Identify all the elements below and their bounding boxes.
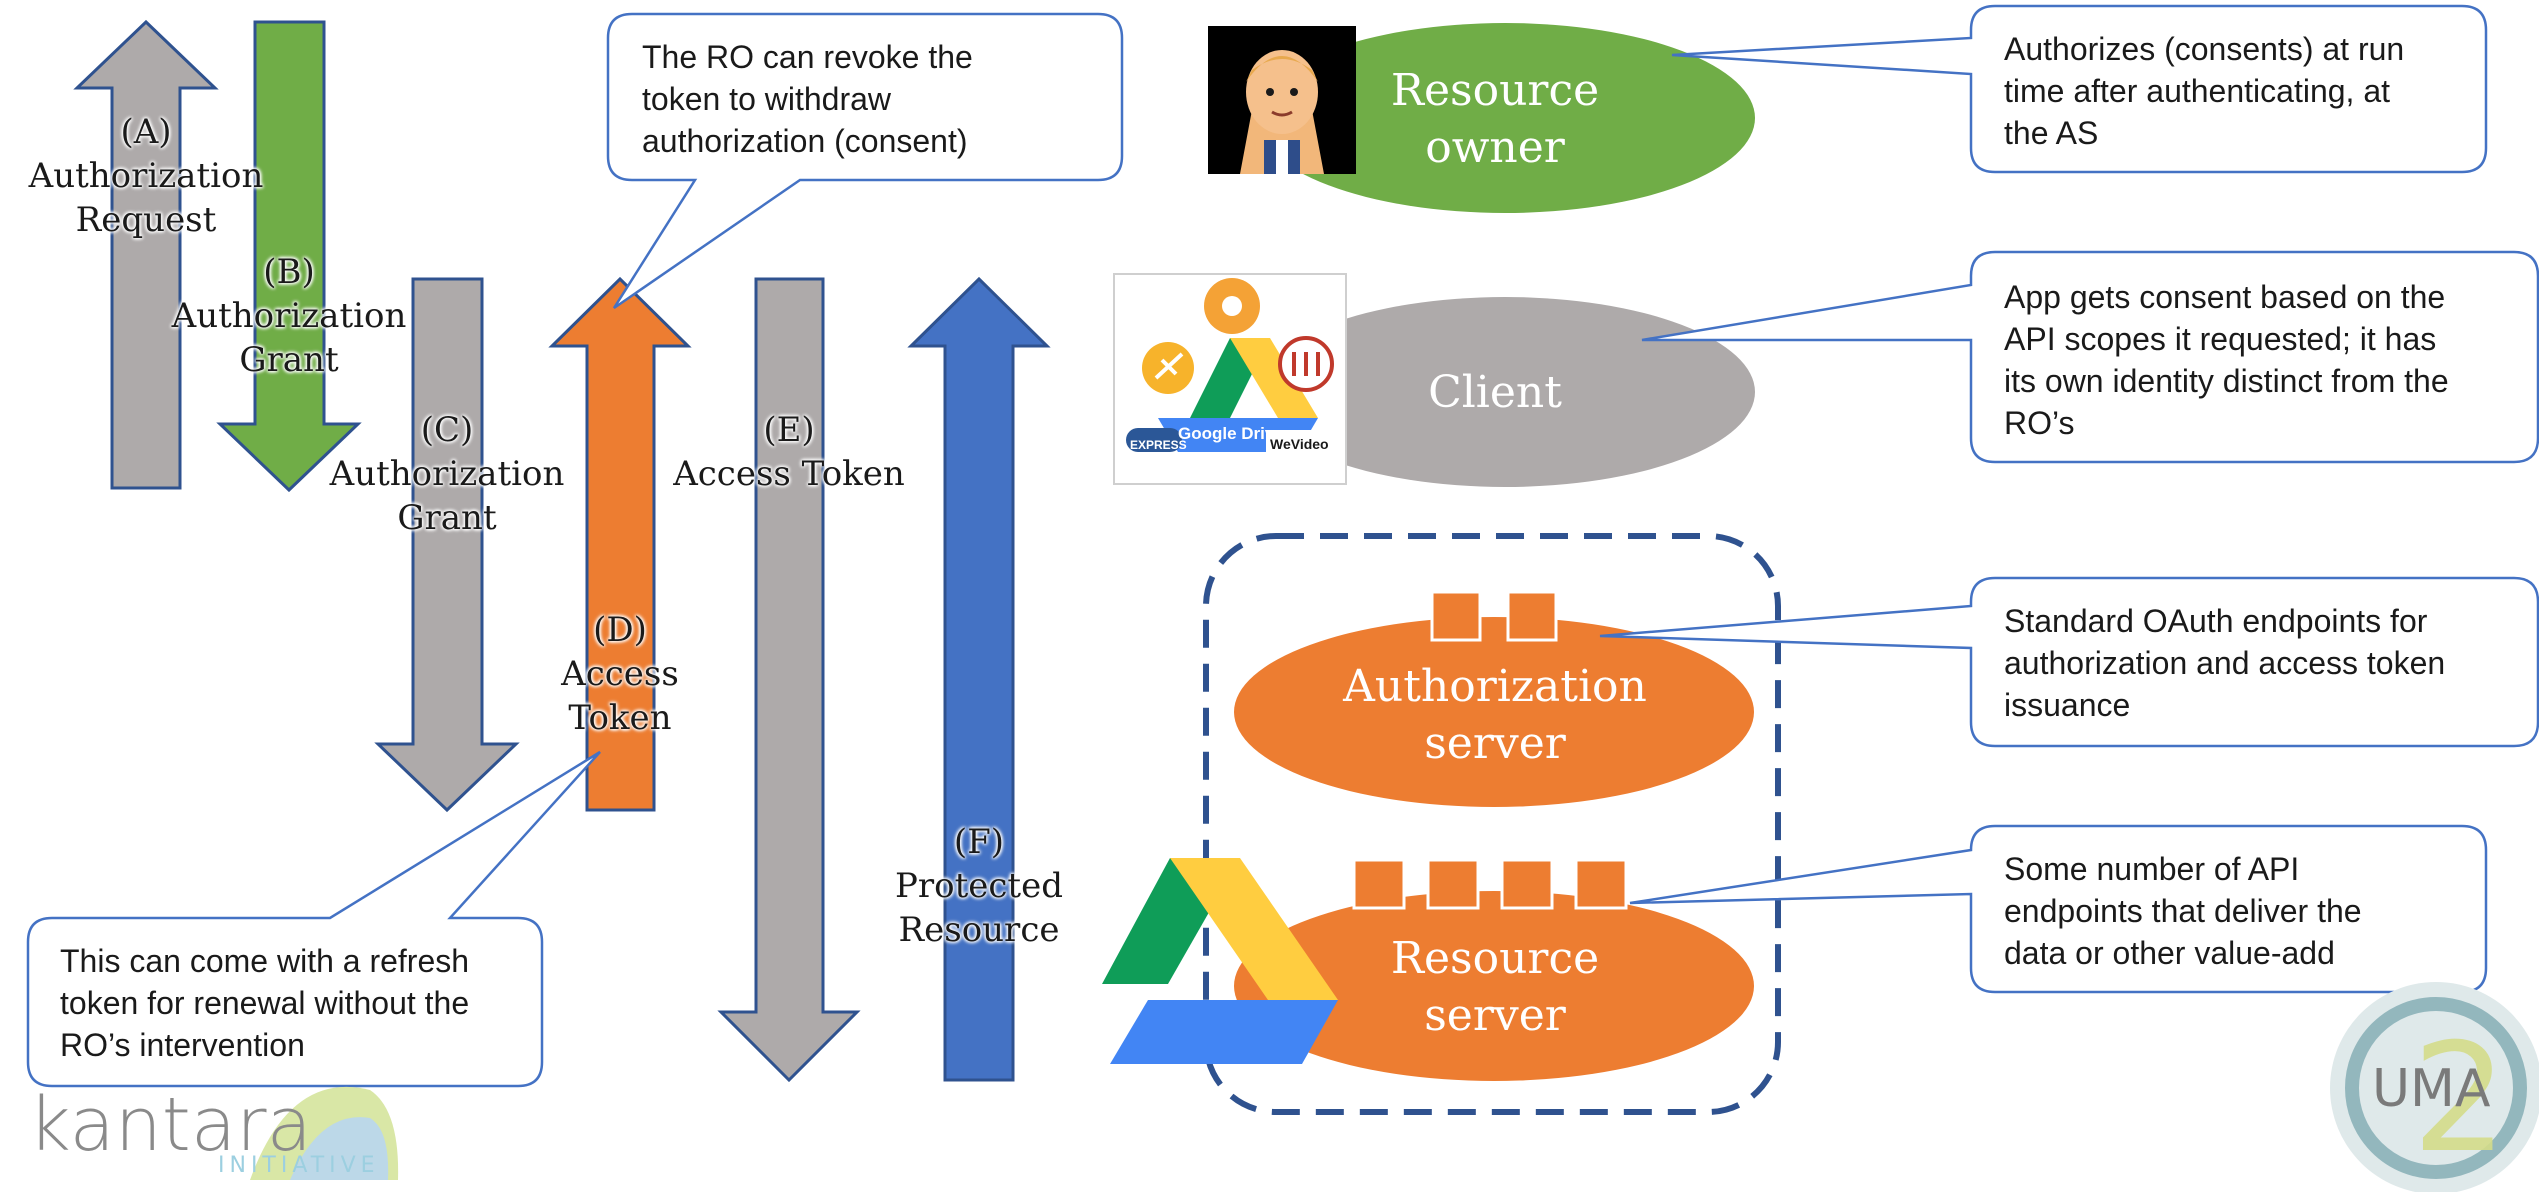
- arrow-d-access-token: [548, 276, 692, 812]
- authorization-server-ellipse: [1234, 617, 1754, 807]
- rs-endpoint-3: [1500, 858, 1554, 910]
- rs-endpoint-2: [1426, 858, 1480, 910]
- flow-label-e: (E)Access Token: [673, 410, 905, 494]
- client-apps-logo: [1113, 273, 1347, 485]
- client-logo-badge-right: WeVideo: [1270, 436, 1329, 452]
- resource-server-ellipse: [1234, 891, 1754, 1081]
- callout-rs-text: Some number of API endpoints that delive…: [2004, 851, 2362, 971]
- rs-endpoint-4: [1574, 858, 1628, 910]
- client-label: Client: [1428, 367, 1562, 418]
- callout-client-text: App gets consent based on the API scopes…: [2004, 279, 2449, 441]
- resource-owner-ellipse: [1255, 23, 1755, 213]
- server-group-boundary: [1203, 533, 1781, 1115]
- arrow-c-authorization-grant: [374, 277, 520, 813]
- callout-revoke-box: [606, 12, 1124, 310]
- callout-rs-box: [1629, 824, 2488, 994]
- callout-owner-box: [1671, 4, 2488, 174]
- callout-refresh-text: This can come with a refresh token for r…: [60, 943, 470, 1063]
- client-logo-caption: Google Drive: [1178, 424, 1284, 443]
- callout-as-box: [1599, 576, 2539, 748]
- kantara-wordmark: kantara: [28, 1082, 312, 1168]
- alice-portrait-icon: [1208, 26, 1356, 174]
- kantara-subtitle: INITIATIVE: [218, 1153, 380, 1178]
- uma-wordmark: UMA: [2372, 1059, 2491, 1119]
- client-ellipse: [1255, 297, 1755, 487]
- as-endpoint-1: [1430, 590, 1482, 642]
- callout-revoke-text: The RO can revoke the token to withdraw …: [642, 39, 973, 159]
- arrow-b-authorization-grant: [216, 20, 362, 493]
- uma2-logo-icon: 2 UMA: [2330, 982, 2539, 1192]
- as-endpoint-2: [1506, 590, 1558, 642]
- arrow-f-protected-resource: [907, 276, 1051, 1082]
- kantara-logo: kantara INITIATIVE: [28, 1082, 399, 1180]
- rs-endpoint-1: [1352, 858, 1406, 910]
- arrow-a-authorization-request: [73, 19, 219, 490]
- callout-refresh-box: [26, 750, 601, 1088]
- callout-as-text: Standard OAuth endpoints for authorizati…: [2004, 603, 2446, 723]
- google-drive-icon: [1102, 858, 1338, 1064]
- callout-client-box: [1641, 250, 2539, 464]
- callout-owner-text: Authorizes (consents) at run time after …: [2004, 31, 2405, 151]
- client-logo-badge-left: EXPRESS: [1130, 438, 1187, 452]
- uma-version-mark: 2: [2412, 1012, 2507, 1186]
- arrow-e-access-token: [717, 277, 861, 1083]
